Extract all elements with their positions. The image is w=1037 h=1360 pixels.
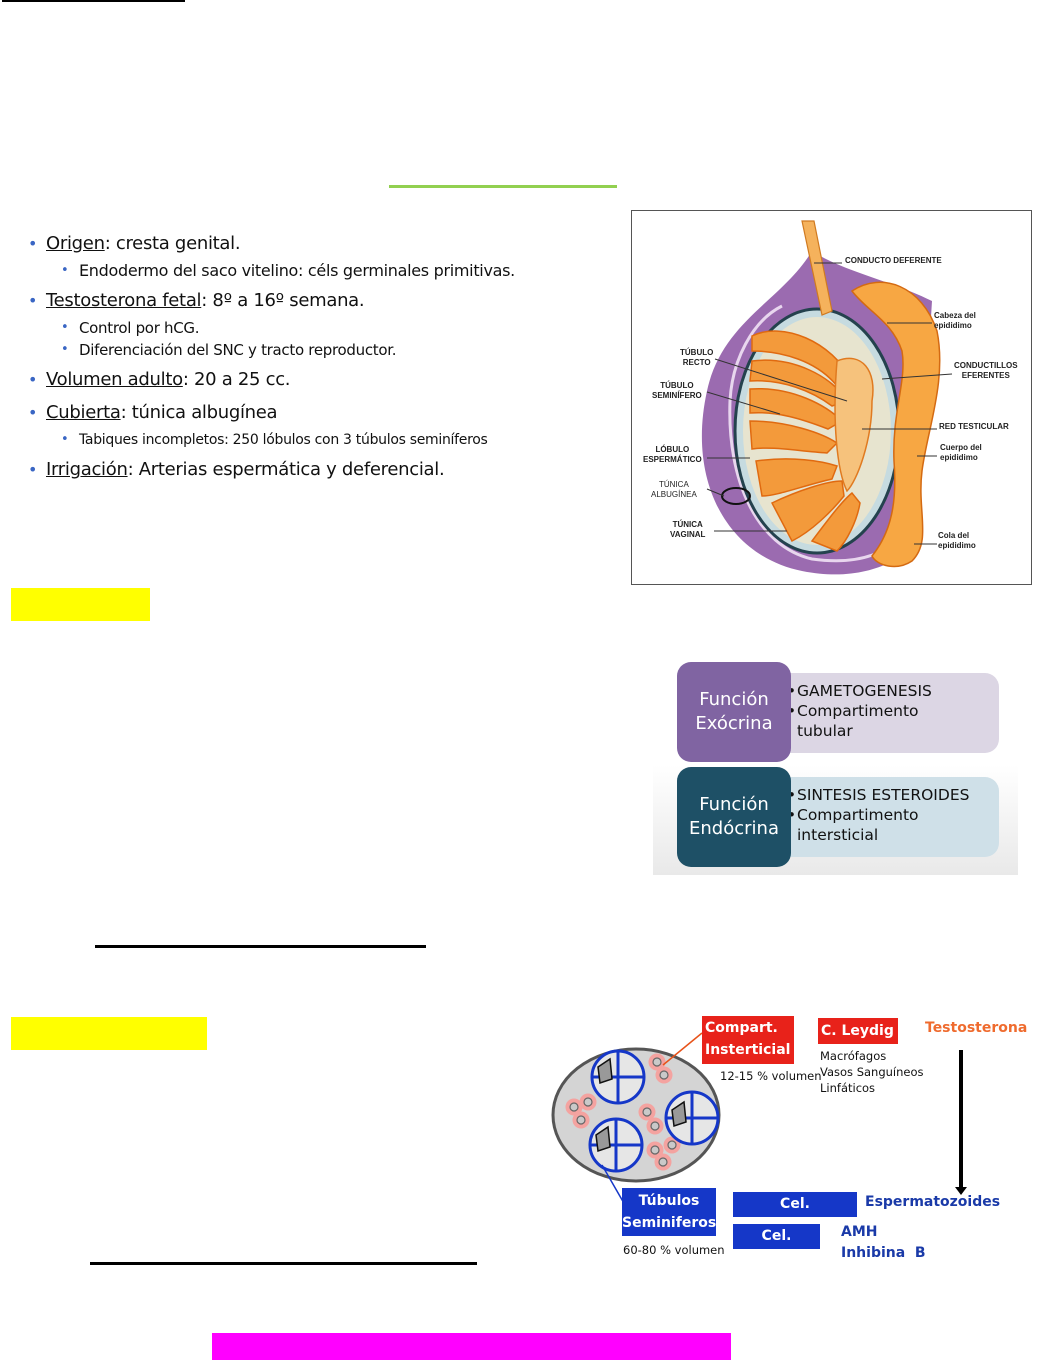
interstitial-compartment-box: Compart.Insterticial <box>702 1016 794 1064</box>
sertoli-cells-box: Cel. Sertoli <box>733 1224 820 1269</box>
amh-label: AMH <box>841 1224 878 1240</box>
testosterone-label: Testosterona <box>925 1020 1028 1036</box>
bullet-volumen: Volumen adulto: 20 a 25 cc. <box>25 368 595 392</box>
sub-bullet: Tabiques incompletos: 250 lóbulos con 3 … <box>25 429 595 451</box>
bullet-cubierta: Cubierta: túnica albugínea <box>25 401 595 425</box>
sub-bullet: Control por hCG. <box>25 317 595 339</box>
tubules-volume: 60-80 % volumen <box>623 1243 725 1257</box>
leydig-box: C. Leydig <box>818 1018 898 1044</box>
anatomy-bullet-list: Origen: cresta genital. Endodermo del sa… <box>25 232 595 486</box>
cross-section-illustration <box>551 1032 967 1206</box>
interstitial-volume: 12-15 % volumen <box>720 1069 822 1083</box>
label-conducto-deferente: CONDUCTO DEFERENTE <box>845 256 942 265</box>
sub-bullet: Endodermo del saco vitelino: céls germin… <box>25 260 595 282</box>
green-divider <box>389 185 617 188</box>
leydig-others: Macrófagos Vasos Sanguíneos Linfáticos <box>820 1049 924 1095</box>
yellow-highlight-2 <box>11 1017 207 1050</box>
germinal-cells-box: Cel. Germinales <box>733 1192 857 1237</box>
heading-underline-1 <box>2 0 185 2</box>
epididymis-shape <box>850 281 941 568</box>
bullet-testosterona: Testosterona fetal: 8º a 16º semana. <box>25 289 595 313</box>
inhibin-label: Inhibina B <box>841 1245 926 1261</box>
label-red-testicular: RED TESTICULAR <box>939 422 1009 431</box>
testis-illustration <box>701 220 953 575</box>
magenta-highlight <box>212 1333 731 1360</box>
function-diagram: GAMETOGENESIS Compartimento tubular Func… <box>653 660 1018 875</box>
heading-underline-3 <box>90 1262 477 1265</box>
spermatozoa-label: Espermatozoides <box>865 1194 1001 1210</box>
endocrine-body: SINTESIS ESTEROIDES Compartimento inters… <box>773 777 999 857</box>
bullet-irrigacion: Irrigación: Arterias espermática y defer… <box>25 458 595 482</box>
exocrine-body: GAMETOGENESIS Compartimento tubular <box>773 673 999 753</box>
yellow-highlight-1 <box>11 588 150 621</box>
sub-bullet: Diferenciación del SNC y tracto reproduc… <box>25 339 595 361</box>
heading-underline-2 <box>95 945 426 948</box>
tubule-circles <box>588 1049 720 1173</box>
testicular-compartments-diagram: Compart.Insterticial 12-15 % volumen C. … <box>550 1005 1030 1269</box>
vas-deferens-shape <box>801 220 833 316</box>
bullet-origen: Origen: cresta genital. <box>25 232 595 256</box>
